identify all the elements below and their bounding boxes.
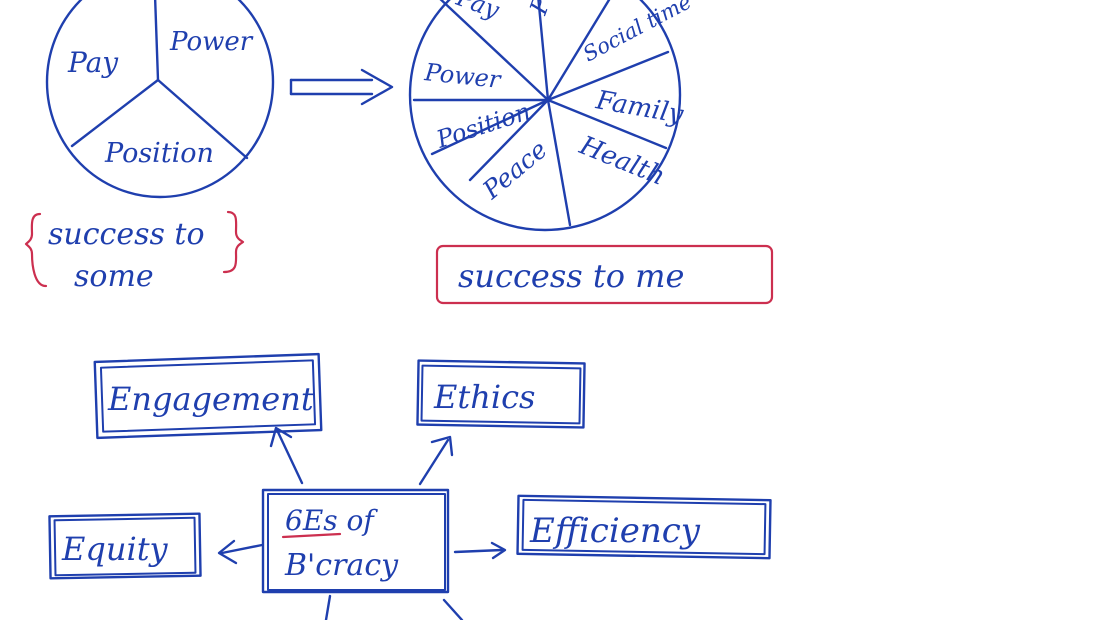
arrow-icon — [453, 541, 507, 560]
mindmap-center-underline — [281, 532, 342, 539]
right-pie-circle — [408, 0, 682, 232]
mindmap-node-engagement: Engagement — [107, 380, 314, 418]
right-pie-divider — [546, 50, 670, 102]
mindmap-node-box — [416, 359, 586, 429]
arrow-icon — [269, 426, 304, 485]
right-brace — [222, 210, 245, 274]
left-pie-divider — [153, 0, 160, 82]
right-pie-divider — [537, 0, 550, 102]
left-pie-divider — [156, 78, 249, 160]
right-caption-text: success to me — [458, 257, 684, 295]
cropped-connector — [324, 594, 332, 620]
mindmap-node-box — [93, 352, 323, 440]
right-pie-divider — [546, 98, 572, 227]
mindmap-center-box-inner — [267, 493, 446, 591]
mindmap-node-box-inner — [53, 516, 197, 577]
right-pie-divider — [468, 98, 550, 182]
right-pie-divider — [439, 0, 550, 102]
arrow-icon — [217, 539, 264, 565]
right-pie-divider — [546, 98, 668, 150]
mindmap-node-box — [516, 494, 772, 560]
right-slice-label: Power — [422, 58, 503, 94]
right-slice-label: Pride — [524, 0, 573, 19]
right-slice-label: Peace — [476, 135, 552, 206]
arrow-icon — [418, 435, 454, 486]
right-caption-box — [435, 244, 774, 305]
cropped-connector — [442, 598, 464, 620]
mindmap-node-equity: Equity — [61, 530, 169, 568]
left-caption-line1: success to — [48, 217, 205, 252]
right-slice-label: Pay — [452, 0, 503, 24]
left-brace — [24, 212, 48, 288]
left-slice-label: Power — [169, 27, 254, 57]
left-pie: Pay Power Position — [45, 0, 275, 199]
mindmap-node-box-inner — [521, 498, 767, 556]
right-caption: success to me — [435, 244, 774, 305]
right-pie: Pay Pride Social time Family Health Peac… — [408, 0, 695, 232]
left-caption-line2: some — [74, 259, 154, 294]
right-slice-label: Position — [432, 97, 534, 154]
right-pie-divider — [430, 98, 550, 156]
mindmap-center-line1: 6Es of — [285, 504, 378, 537]
mindmap-node-box-inner — [420, 364, 582, 425]
left-pie-circle — [45, 0, 275, 199]
mindmap: 6Es of B'cracy Engagement Ethics Equity … — [48, 352, 772, 620]
right-pie-divider — [546, 0, 611, 102]
mindmap-center-line2: B'cracy — [284, 548, 399, 583]
left-slice-label: Pay — [67, 46, 119, 79]
left-pie-divider — [70, 78, 160, 148]
double-arrow-icon — [289, 68, 394, 106]
mindmap-node-efficiency: Efficiency — [529, 511, 701, 551]
left-caption: success to some — [24, 210, 245, 294]
right-slice-label: Health — [574, 130, 669, 192]
mindmap-node-ethics: Ethics — [433, 378, 535, 416]
mindmap-node-box — [48, 512, 202, 580]
left-slice-label: Position — [104, 138, 214, 169]
mindmap-center-box — [261, 488, 450, 594]
mindmap-node-box-inner — [99, 359, 317, 433]
right-slice-label: Social time — [579, 0, 695, 66]
